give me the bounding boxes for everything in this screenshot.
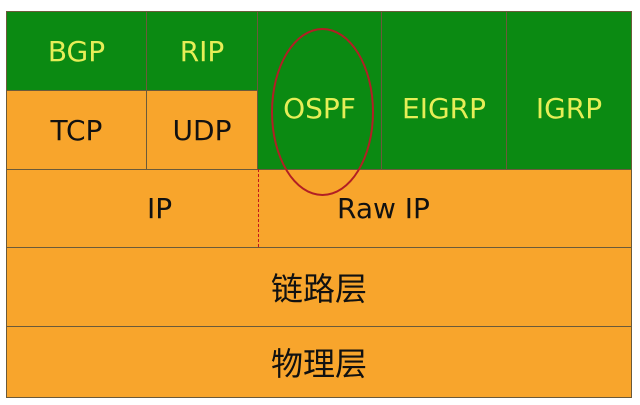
link-layer-row: 链路层: [6, 247, 632, 327]
tcp-cell: TCP: [6, 90, 147, 170]
igrp-cell: IGRP: [506, 11, 632, 170]
rip-label: RIP: [179, 34, 225, 68]
ospf-highlight-ring: [271, 28, 374, 196]
link-layer-label: 链路层: [270, 270, 367, 308]
bgp-cell: BGP: [6, 11, 147, 91]
eigrp-cell: EIGRP: [381, 11, 507, 170]
eigrp-label: EIGRP: [402, 92, 486, 125]
ip-label: IP: [147, 192, 173, 225]
udp-cell: UDP: [146, 90, 258, 170]
udp-label: UDP: [172, 113, 232, 147]
physical-layer-row: 物理层: [6, 326, 632, 398]
rip-cell: RIP: [146, 11, 258, 91]
tcp-label: TCP: [50, 113, 103, 147]
igrp-label: IGRP: [535, 92, 603, 125]
ip-rawip-divider: [258, 169, 259, 247]
bgp-label: BGP: [47, 34, 106, 68]
physical-layer-label: 物理层: [270, 345, 367, 383]
raw-ip-label: Raw IP: [337, 192, 430, 225]
